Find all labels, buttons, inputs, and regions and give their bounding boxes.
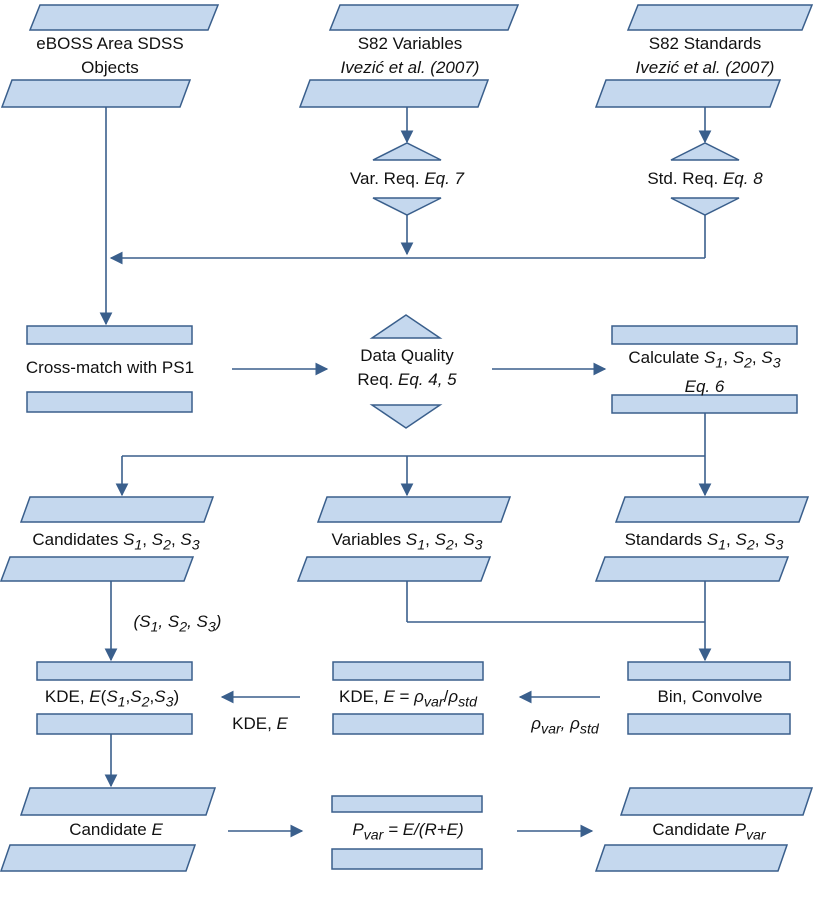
dataquality-req: Req.: [357, 370, 399, 389]
cand-e-shape: [0, 787, 217, 872]
s82std-line2: Ivezić et al. (2007): [635, 58, 775, 77]
stdreq-shape: [670, 142, 740, 216]
pvar-text: = E/(R+E): [383, 820, 464, 839]
standards-text: Standards: [624, 530, 707, 549]
stdreq-text: Std. Req.: [647, 169, 723, 188]
cand-e-text: Candidate: [69, 820, 152, 839]
kde-left-shape: [36, 661, 193, 735]
kde-left-label: KDE, E(S1,S2,S3): [44, 687, 180, 711]
pvar-shape: [331, 795, 483, 870]
connectors: [99, 107, 712, 838]
cand-pvar-text: Candidate: [652, 820, 735, 839]
pvar-label: Pvar = E/(R+E): [352, 820, 464, 844]
stdreq-eq: Eq. 8: [722, 169, 763, 188]
kde-mid-label: KDE, E = ρvar/ρstd: [339, 687, 477, 711]
dataquality-shape: [369, 314, 443, 429]
s82var-line2: Ivezić et al. (2007): [340, 58, 480, 77]
bin-shape: [627, 661, 791, 735]
crossmatch-shape: [26, 325, 193, 413]
eboss-line1: eBOSS Area SDSS: [36, 34, 184, 53]
calculate-shape: [611, 325, 798, 414]
varreq-eq: Eq. 7: [424, 169, 465, 188]
stdreq-label: Std. Req. Eq. 8: [615, 167, 795, 191]
dataquality-label: Data Quality Req. Eq. 4, 5: [317, 344, 497, 392]
standards-shape: [594, 496, 810, 582]
s82std-shape: [594, 4, 814, 108]
s82var-shape: [298, 4, 520, 108]
variables-shape: [296, 496, 512, 582]
dataquality-line2: Req. Eq. 4, 5: [317, 368, 497, 392]
dataquality-eq: Eq. 4, 5: [398, 370, 457, 389]
varreq-shape: [372, 142, 442, 216]
varreq-text: Var. Req.: [349, 169, 425, 188]
s82var-label: S82 Variables Ivezić et al. (2007): [300, 32, 520, 80]
s82var-line1: S82 Variables: [357, 34, 463, 53]
kde-left-text: KDE,: [44, 687, 90, 706]
calculate-text: Calculate: [628, 348, 705, 367]
calculate-label: Calculate S1, S2, S3 Eq. 6: [602, 346, 807, 399]
calculate-line2: Eq. 6: [602, 375, 807, 399]
dataquality-line1: Data Quality: [360, 346, 454, 365]
bin-label: Bin, Convolve: [610, 685, 810, 709]
s82std-line1: S82 Standards: [648, 34, 762, 53]
s-triplet-label: (S1, S2, S3): [133, 612, 222, 636]
candidates-text: Candidates: [32, 530, 124, 549]
kde-e-text: KDE,: [232, 714, 277, 733]
variables-text: Variables: [331, 530, 406, 549]
rho-edge-label: ρvar, ρstd: [531, 714, 599, 738]
calculate-eq: Eq. 6: [684, 377, 725, 397]
crossmatch-text: Cross-match with PS1: [25, 358, 195, 377]
crossmatch-label: Cross-match with PS1: [0, 356, 220, 380]
s82std-label: S82 Standards Ivezić et al. (2007): [596, 32, 814, 80]
variables-label: Variables S1, S2, S3: [331, 530, 483, 554]
eboss-line2: Objects: [81, 58, 139, 77]
cand-pvar-shape: [594, 787, 814, 872]
kde-mid-text: KDE,: [339, 687, 384, 706]
bin-text: Bin, Convolve: [657, 687, 763, 706]
kde-mid-shape: [332, 661, 484, 735]
candidates-shape: [0, 496, 215, 582]
shapes: [0, 4, 814, 872]
standards-label: Standards S1, S2, S3: [624, 530, 784, 554]
varreq-label: Var. Req. Eq. 7: [317, 167, 497, 191]
cand-pvar-label: Candidate Pvar: [652, 820, 766, 844]
cand-e-label: Candidate E: [69, 820, 163, 839]
eboss-shape: [0, 4, 220, 108]
candidates-label: Candidates S1, S2, S3: [32, 530, 200, 554]
eboss-label: eBOSS Area SDSS Objects: [0, 32, 220, 80]
calculate-line1: Calculate S1, S2, S3: [628, 348, 781, 372]
kde-e-edge-label: KDE, E: [232, 714, 288, 733]
